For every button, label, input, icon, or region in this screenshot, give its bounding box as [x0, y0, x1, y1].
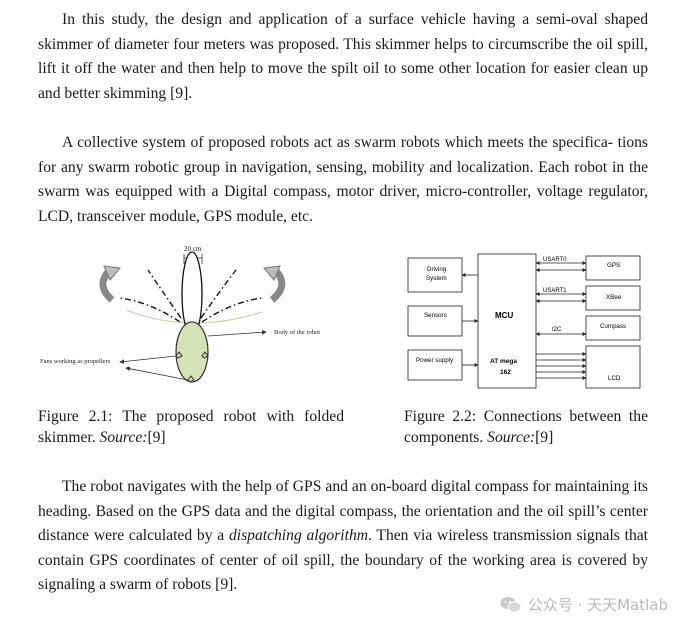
caption-2-2-text: Figure 2.2: Connections between the comp…: [404, 408, 648, 446]
dimension-label: 20 cm: [184, 245, 202, 253]
label-mcu: MCU: [495, 311, 513, 320]
block-compass: [585, 315, 641, 341]
paragraph-navigation-part1: The robot navigates with the help of GPS…: [38, 478, 648, 545]
dispatching-algorithm-term: dispatching algorithm: [228, 527, 369, 545]
caption-2-2-source: Source:: [487, 429, 536, 446]
block-lcd: [585, 345, 641, 389]
skimmer-arms: [119, 269, 263, 323]
figure-caption-2-2: Figure 2.2: Connections between the comp…: [404, 406, 648, 448]
label-lcd: LCD: [608, 375, 621, 382]
fan-icons: [175, 351, 209, 383]
wechat-icon: [500, 596, 522, 613]
label-sensors: Sensors: [424, 312, 447, 319]
label-power-supply: Power supply: [416, 357, 454, 364]
paragraph-navigation-part2: . Then via wireless transmission signals…: [38, 527, 649, 594]
body-label: Body of the robot: [274, 329, 320, 336]
block-power-supply: [407, 349, 463, 381]
link-i2c: I2C: [552, 327, 562, 333]
fans-label: Fans working as propellers: [40, 358, 111, 365]
watermark-text: 公众号 · 天天Matlab: [527, 596, 668, 614]
caption-2-1-source: Source:: [99, 429, 148, 446]
paragraph-intro: In this study, the design and applicatio…: [38, 11, 648, 102]
block-xbee: [585, 285, 641, 311]
block-gps: [585, 255, 641, 281]
paragraph-swarm: A collective system of proposed robots a…: [38, 134, 648, 225]
label-atmega-2: 162: [500, 369, 511, 376]
rotation-arrow-right: [263, 265, 286, 303]
figure-caption-2-1: Figure 2.1: The proposed robot with fold…: [38, 406, 344, 448]
robot-body: [175, 321, 209, 383]
label-driving-1: Driving: [427, 266, 447, 273]
label-xbee: XBee: [606, 294, 622, 301]
rotation-arrow-left: [99, 265, 121, 303]
block-sensors: [407, 305, 463, 337]
label-compass: Compass: [600, 323, 626, 330]
caption-2-1-ref: [9]: [147, 429, 166, 446]
figure-block-diagram: Driving System Sensors Power supply MCU …: [407, 253, 641, 389]
label-driving-2: System: [426, 275, 447, 282]
link-usart0: USART0: [543, 257, 567, 263]
link-usart1: USART1: [543, 288, 567, 294]
label-gps: GPS: [607, 262, 620, 269]
figure-robot-skimmer: 20 cm Body of the robot Fans working as …: [40, 245, 320, 383]
paragraph-navigation: The robot navigates with the help of GPS…: [38, 475, 648, 598]
label-atmega-1: AT mega: [490, 358, 517, 365]
caption-2-2-ref: [9]: [535, 429, 554, 446]
watermark: 公众号 · 天天Matlab: [500, 594, 668, 615]
caption-2-1-text: Figure 2.1: The proposed robot with fold…: [38, 408, 344, 446]
block-mcu: [477, 253, 537, 389]
